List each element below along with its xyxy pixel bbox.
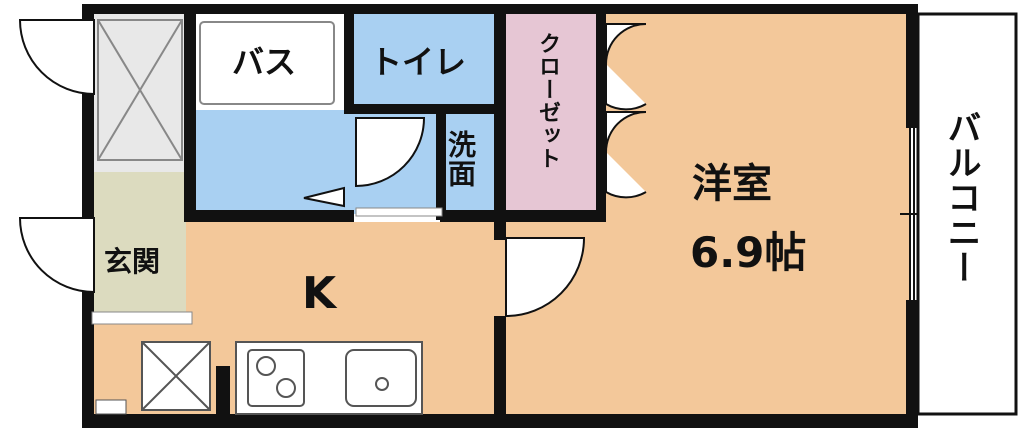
storage-cross — [97, 19, 183, 161]
entrance-fill — [90, 172, 186, 322]
washroom-label: 洗面 — [444, 130, 477, 188]
bathtub — [199, 21, 335, 105]
washroom-sill — [355, 207, 443, 217]
western-room-label: 洋室 — [692, 161, 772, 207]
range-hood — [141, 341, 211, 411]
kitchen-counter — [235, 341, 423, 415]
closet-label: クローゼット — [535, 32, 560, 170]
balcony-window — [900, 128, 918, 300]
fridge-space — [95, 399, 127, 415]
balcony-label: バルコニー — [941, 110, 981, 285]
toilet-fill — [348, 12, 500, 110]
entrance-label: 玄関 — [104, 245, 161, 278]
doors — [18, 19, 647, 318]
entrance-step — [91, 311, 193, 325]
balcony-outline — [916, 12, 1018, 416]
washroom-marker — [303, 186, 345, 208]
walls — [82, 4, 918, 428]
bath-label: バス — [232, 43, 297, 81]
western-room-size: 6.9帖 — [690, 228, 807, 277]
toilet-label: トイレ — [370, 43, 467, 81]
closet-fill — [504, 12, 602, 212]
kitchen-label: K — [302, 268, 337, 319]
